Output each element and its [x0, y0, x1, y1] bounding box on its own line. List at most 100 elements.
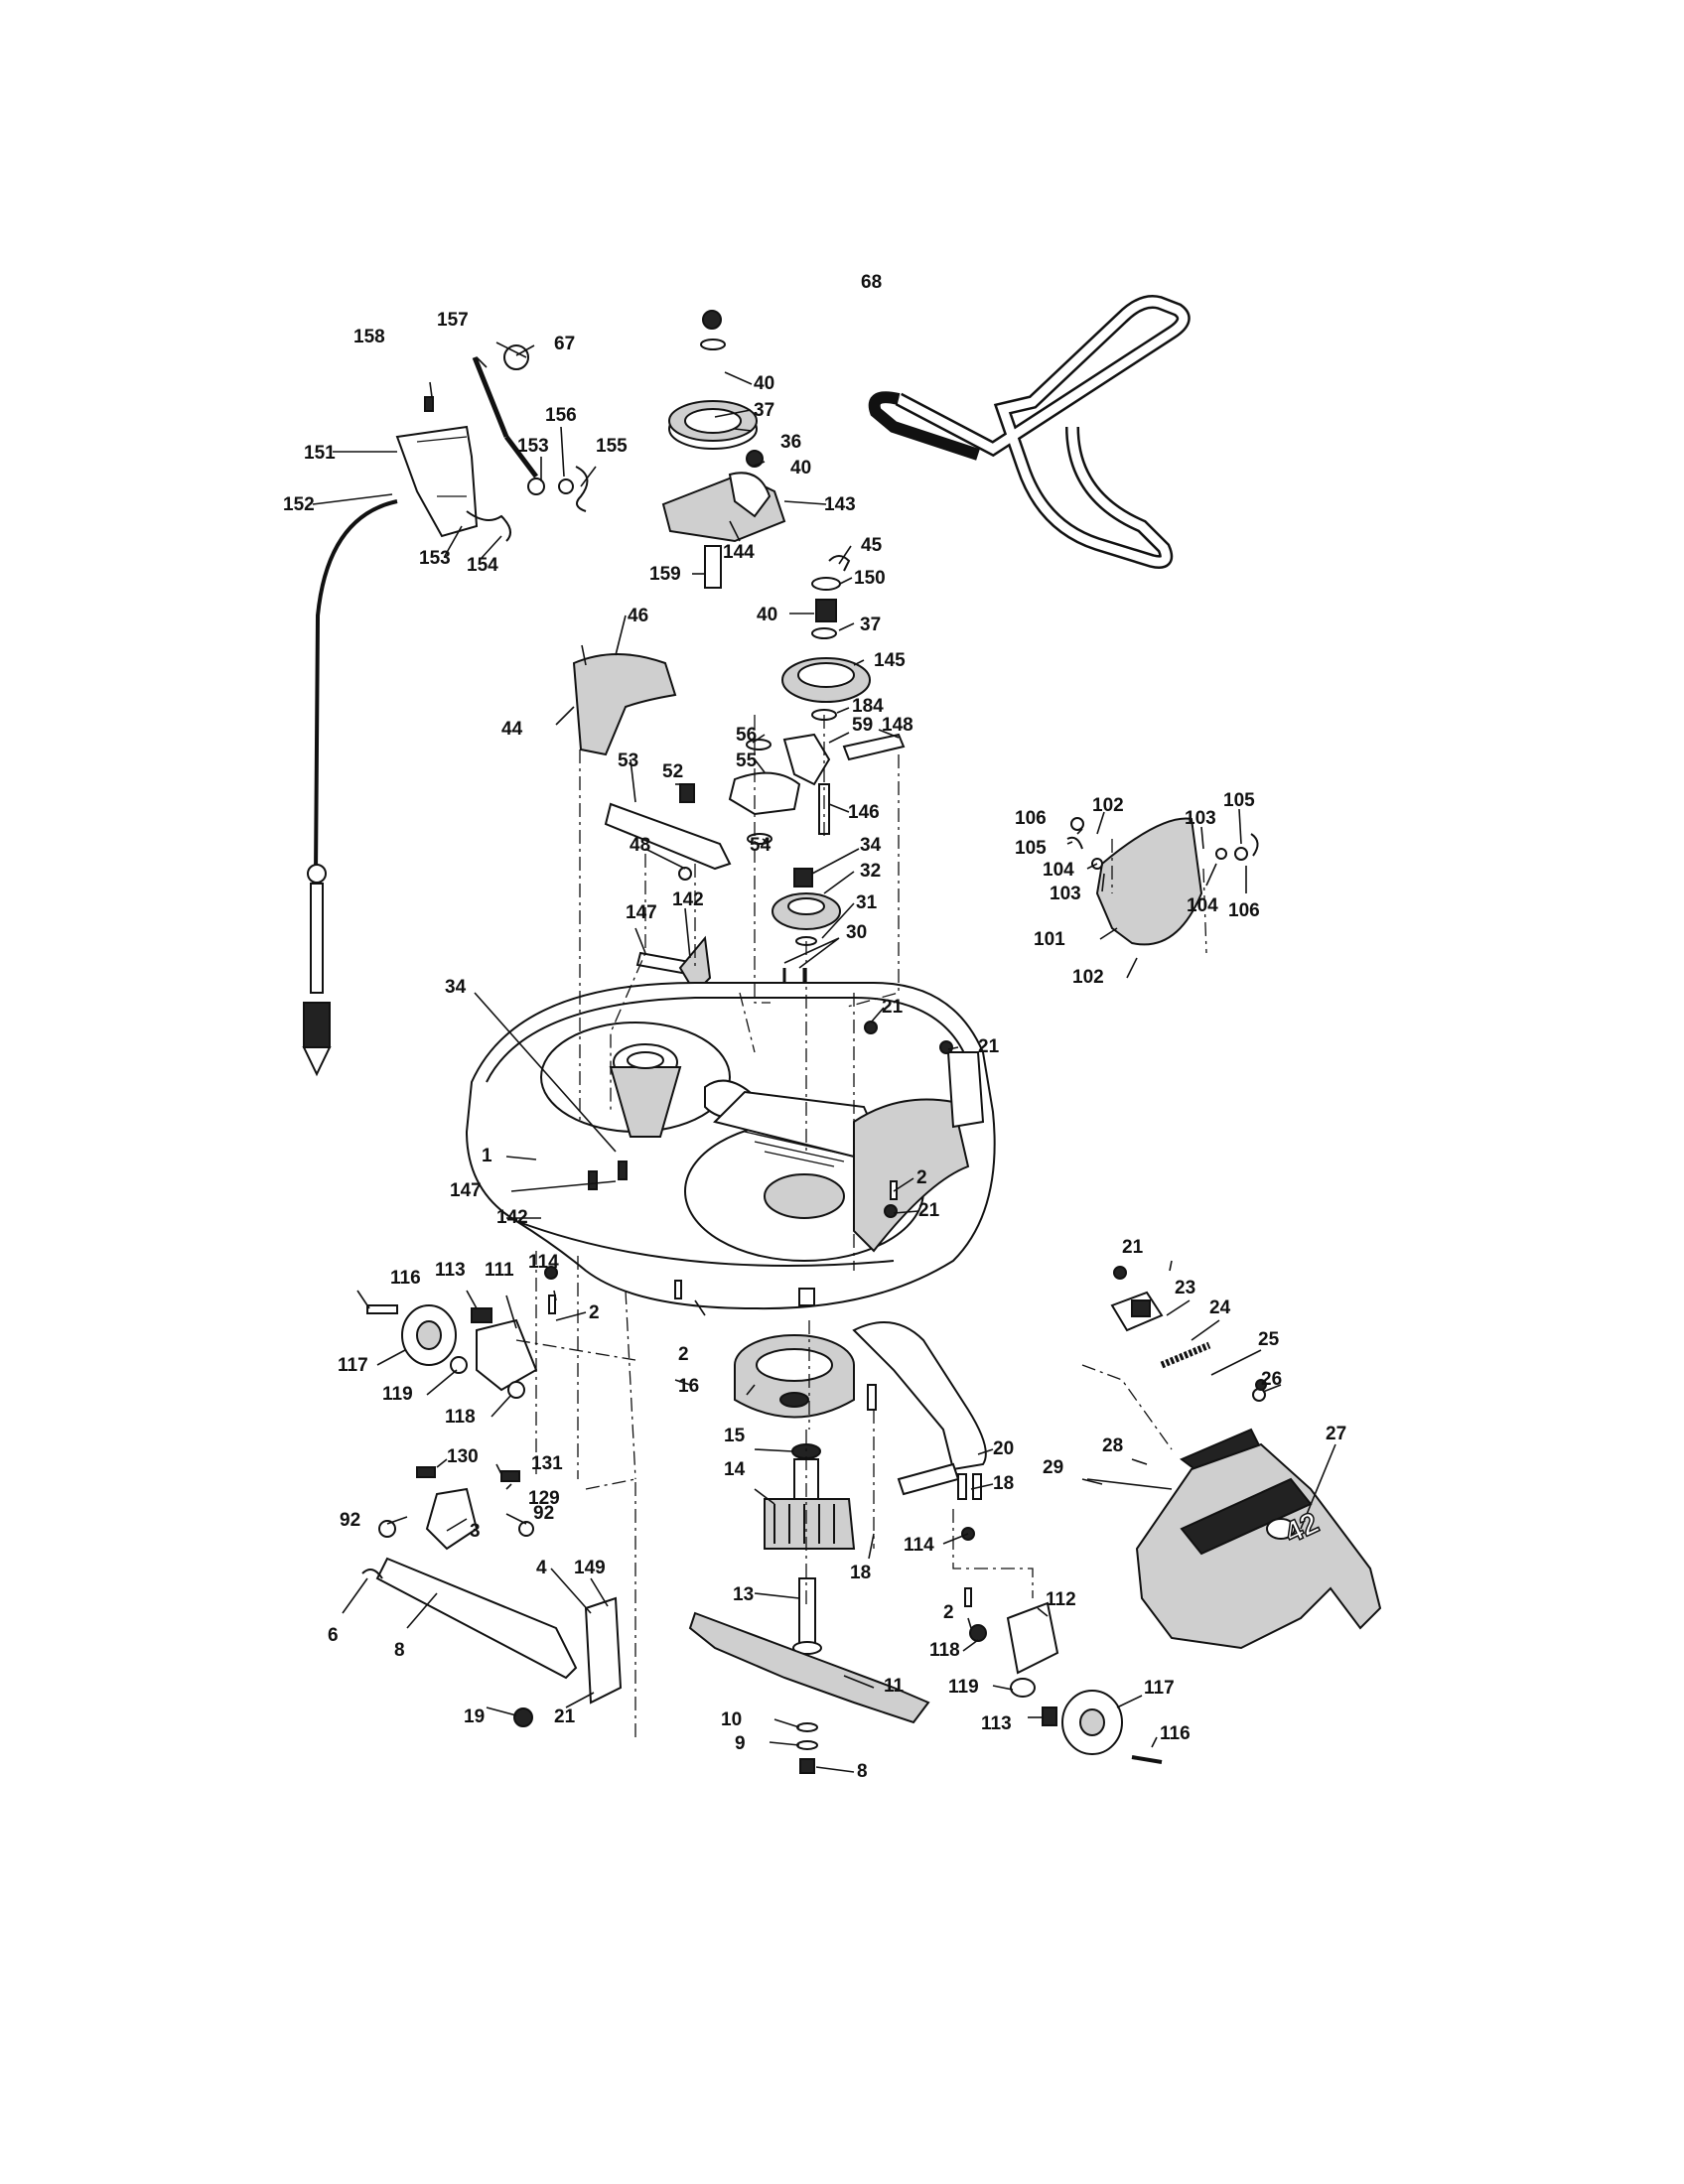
- label-149: 149: [574, 1558, 606, 1578]
- label-33: 34: [860, 835, 882, 856]
- label-40-mid: 40: [790, 458, 811, 478]
- deflector-bracket: [852, 1321, 987, 1500]
- label-117-left: 117: [338, 1355, 368, 1376]
- label-102-bottom: 102: [1072, 967, 1104, 988]
- label-114-left: 114: [528, 1252, 559, 1273]
- label-21-e: 21: [554, 1706, 576, 1727]
- mower-blade: [688, 1611, 930, 1774]
- label-111: 111: [485, 1260, 514, 1281]
- label-112: 112: [1046, 1589, 1076, 1610]
- spindle-housing: [734, 1334, 855, 1419]
- label-157: 157: [437, 310, 469, 331]
- gauge-wheel-right: [969, 1601, 1163, 1764]
- label-184: 184: [852, 696, 884, 717]
- label-19: 19: [464, 1706, 485, 1727]
- lift-bracket: [395, 344, 589, 542]
- label-105-right: 105: [1223, 790, 1255, 811]
- label-29: 29: [1043, 1457, 1063, 1478]
- label-21-c: 21: [918, 1200, 940, 1221]
- label-148: 148: [882, 715, 913, 736]
- label-2-center: 2: [678, 1344, 689, 1365]
- label-2-right: 2: [943, 1602, 954, 1623]
- label-16: 16: [678, 1376, 699, 1397]
- label-159: 159: [649, 564, 681, 585]
- spindle: [764, 1443, 856, 1655]
- label-155: 155: [596, 436, 628, 457]
- label-46: 46: [628, 606, 648, 626]
- label-119-right: 119: [948, 1677, 979, 1698]
- label-114-right: 114: [904, 1535, 934, 1556]
- label-116-left: 116: [390, 1268, 421, 1289]
- label-8: 8: [857, 1761, 868, 1782]
- label-54: 54: [750, 835, 772, 856]
- label-142-upper: 142: [672, 889, 704, 910]
- label-92-left: 92: [340, 1510, 360, 1531]
- hardware-bolts: [424, 396, 1267, 1607]
- label-147-upper: 147: [626, 902, 657, 923]
- label-104-right: 104: [1187, 895, 1218, 916]
- label-28: 28: [1102, 1435, 1123, 1456]
- label-34: 34: [445, 977, 467, 998]
- label-68: 68: [861, 272, 882, 293]
- label-101: 101: [1034, 929, 1065, 950]
- label-45: 45: [861, 535, 883, 556]
- label-21-a: 21: [882, 997, 904, 1018]
- label-10: 10: [721, 1709, 742, 1730]
- label-24: 24: [1209, 1297, 1231, 1318]
- label-26: 26: [1261, 1369, 1282, 1390]
- part-number-labels: 158 157 67 156 151 153 155 152 153 154 4…: [283, 272, 1346, 1782]
- label-2-deck: 2: [916, 1167, 927, 1188]
- label-20: 20: [993, 1438, 1014, 1459]
- label-27: 27: [1326, 1424, 1346, 1444]
- label-67: 67: [554, 334, 575, 354]
- label-6: 8: [394, 1640, 405, 1661]
- belt-guide: [572, 644, 677, 756]
- label-3: 3: [470, 1521, 481, 1542]
- label-4: 4: [536, 1558, 547, 1578]
- label-153-upper: 153: [517, 436, 549, 457]
- label-146: 146: [848, 802, 880, 823]
- label-130: 130: [447, 1446, 479, 1467]
- label-131: 131: [531, 1453, 563, 1474]
- label-103-left: 103: [1050, 884, 1081, 904]
- label-13: 13: [733, 1584, 754, 1605]
- label-102-top: 102: [1092, 795, 1124, 816]
- label-40-top: 40: [754, 373, 774, 394]
- label-5: 6: [328, 1625, 339, 1646]
- idler-arm: [604, 783, 732, 881]
- label-55: 55: [736, 751, 758, 771]
- label-150: 150: [854, 568, 886, 589]
- label-158: 158: [353, 327, 385, 347]
- label-105-left: 105: [1015, 838, 1047, 859]
- label-119-left: 119: [382, 1384, 413, 1405]
- label-106-left: 106: [1015, 808, 1047, 829]
- label-1: 1: [482, 1146, 492, 1166]
- label-52: 52: [662, 761, 683, 782]
- label-48: 48: [630, 835, 650, 856]
- label-116-right: 116: [1160, 1723, 1191, 1744]
- leader-lines: [312, 341, 1336, 1773]
- label-118-right: 118: [929, 1640, 960, 1661]
- label-104-left: 104: [1043, 860, 1074, 881]
- rear-shield: [1066, 817, 1259, 946]
- label-151: 151: [304, 443, 336, 464]
- label-37-top: 37: [754, 400, 774, 421]
- lift-link: [361, 1466, 623, 1727]
- drive-belt: [868, 295, 1191, 570]
- label-113-left: 113: [435, 1260, 466, 1281]
- label-32: 32: [860, 861, 881, 882]
- label-21-d: 21: [1122, 1237, 1144, 1258]
- label-118-left: 118: [445, 1407, 476, 1428]
- label-56: 56: [736, 725, 757, 746]
- label-11: 11: [884, 1676, 905, 1697]
- label-9: 9: [735, 1733, 746, 1754]
- idler-pulley-lower: [781, 555, 871, 721]
- label-53: 53: [618, 751, 638, 771]
- label-37-lower: 37: [860, 614, 881, 635]
- control-cable: [302, 499, 398, 1077]
- label-154: 154: [467, 555, 498, 576]
- label-92-right: 92: [533, 1503, 554, 1524]
- label-143: 143: [824, 494, 856, 515]
- label-113-right: 113: [981, 1713, 1012, 1734]
